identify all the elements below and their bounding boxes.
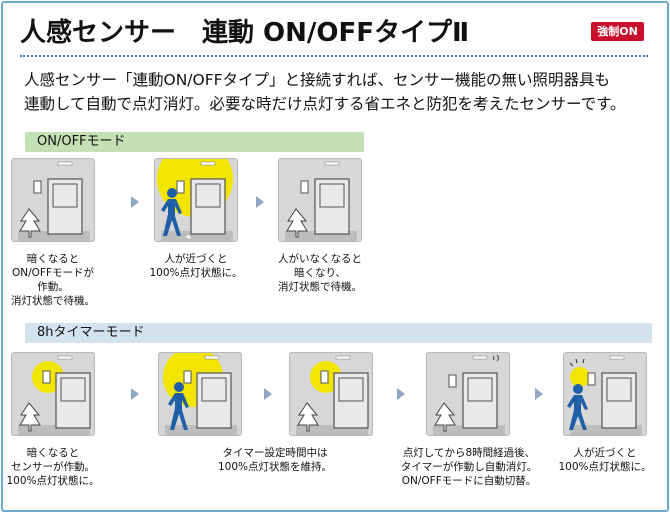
onoff-step-1-panel — [11, 158, 95, 242]
arrow-icon — [131, 388, 139, 400]
forced-on-badge: 強制ON — [591, 22, 644, 41]
description-line-2: 連動して自動で点灯消灯。必要な時だけ点灯する省エネと防犯を考えたセンサーです。 — [24, 95, 626, 113]
onoff-step-1-caption: 暗くなると ON/OFFモードが 作動。 消灯状態で待機。 — [11, 253, 95, 307]
arrow-icon — [131, 196, 139, 208]
page-title: 人感センサー 連動 ON/OFFタイプⅡ — [20, 18, 470, 48]
onoff-mode-bar: ON/OFFモード — [25, 132, 364, 152]
timer-step-1-caption: 暗くなると センサーが作動。 100%点灯状態に。 — [6, 447, 100, 487]
dark-door-scene-icon — [285, 161, 357, 241]
person-lit-door-scene-icon — [157, 159, 233, 241]
description-line-1: 人感センサー「連動ON/OFFタイプ」と接続すれば、センサー機能の無い照明器具も — [24, 71, 611, 89]
onoff-step-2-panel — [154, 158, 238, 242]
arrow-icon — [397, 388, 405, 400]
timer-step-3-panel — [289, 352, 373, 436]
dark-door-scene-icon — [433, 354, 505, 435]
onoff-step-3-caption: 人がいなくなると 暗くなり、 消灯状態で待機。 — [278, 253, 362, 293]
timer-mode-bar: 8hタイマーモード — [25, 323, 652, 343]
onoff-step-2-caption: 人が近づくと 100%点灯状態に。 — [149, 253, 243, 279]
lit-door-scene-icon — [296, 355, 369, 435]
onoff-step-3-panel — [278, 158, 362, 242]
person-small-light-scene-icon — [567, 355, 642, 435]
timer-step-2-panel — [158, 352, 242, 436]
description: 人感センサー「連動ON/OFFタイプ」と接続すれば、センサー機能の無い照明器具も… — [24, 68, 654, 116]
timer-step-4-caption: 点灯してから8時間経過後、 タイマーが作動し自動消灯。 ON/OFFモードに自動… — [400, 447, 538, 487]
arrow-icon — [264, 388, 272, 400]
person-lit-door-scene-icon — [163, 353, 237, 435]
timer-step-2-caption: タイマー設定時間中は 100%点灯状態を維持。 — [217, 447, 333, 473]
lit-door-scene-icon — [18, 355, 91, 435]
dark-door-scene-icon — [18, 161, 90, 241]
timer-step-4-panel — [426, 352, 510, 436]
dotted-divider — [20, 55, 648, 57]
arrow-icon — [535, 388, 543, 400]
timer-step-5-panel — [563, 352, 647, 436]
arrow-icon — [256, 196, 264, 208]
timer-step-5-caption: 人が近づくと 100%点灯状態に。 — [558, 447, 652, 473]
timer-step-1-panel — [11, 352, 95, 436]
